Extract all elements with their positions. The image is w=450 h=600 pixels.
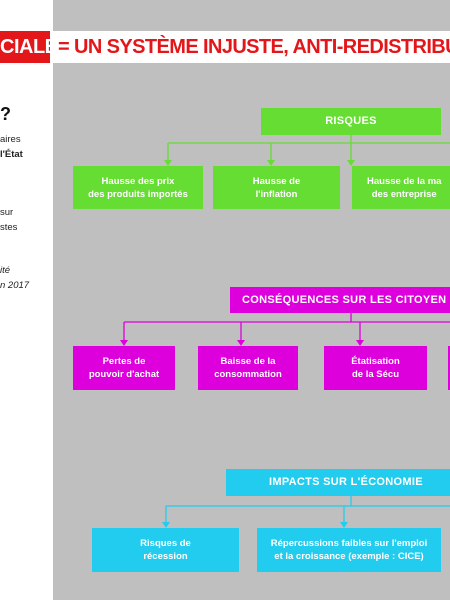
risk-box-3: Hausse de la ma des entreprise (352, 166, 450, 209)
risk-box-2: Hausse de l'inflation (213, 166, 340, 209)
impact-box-1: Risques de récession (92, 528, 239, 572)
left-text-line-3: sur (0, 207, 14, 218)
risks-connectors (164, 135, 450, 166)
consequence-box-2: Baisse de la consommation (198, 346, 298, 390)
banner-title: = UN SYSTÈME INJUSTE, ANTI-REDISTRIBUT (53, 31, 450, 63)
consequences-connectors (120, 313, 450, 346)
impact-box-2: Répercussions faibles sur l'emploi et la… (257, 528, 441, 572)
question-mark: ? (0, 104, 11, 124)
left-text-line-6: n 2017 (0, 280, 30, 291)
left-panel (0, 0, 53, 600)
consequence-box-4 (448, 346, 450, 390)
left-text-line-1: aires (0, 134, 21, 145)
left-text-line-4: stes (0, 222, 18, 233)
impacts-connectors (162, 496, 450, 528)
left-text-line-2: l'État (0, 149, 23, 160)
impacts-title: IMPACTS SUR L'ÉCONOMIE (226, 469, 450, 496)
banner-red-fragment: CIALE (0, 31, 50, 63)
risks-title: RISQUES (261, 108, 441, 135)
risk-box-1: Hausse des prix des produits importés (73, 166, 203, 209)
left-text-line-5: ité (0, 265, 11, 276)
consequence-box-3: Étatisation de la Sécu (324, 346, 427, 390)
consequences-title: CONSÉQUENCES SUR LES CITOYEN (230, 287, 450, 313)
consequence-box-1: Pertes de pouvoir d'achat (73, 346, 175, 390)
